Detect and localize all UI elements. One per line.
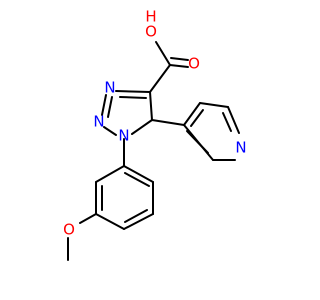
bond-n3-n2-b xyxy=(107,96,113,118)
bond-py-3-inner xyxy=(222,112,232,132)
bond-py-1 xyxy=(183,102,201,126)
bond-c-oh xyxy=(155,41,171,66)
bond-triazole-cooh xyxy=(149,64,171,93)
bond-py-1-inner xyxy=(190,109,204,127)
bond-c-o-double-b xyxy=(170,57,189,61)
atom-label: N xyxy=(104,79,115,97)
bond-py-2 xyxy=(199,102,229,108)
bond-n1-c5 xyxy=(131,119,153,135)
bonds-group xyxy=(67,41,240,261)
bond-c-o-double-a xyxy=(169,64,189,68)
atom-label: N xyxy=(235,139,246,157)
atom-label: O xyxy=(63,221,75,239)
bond-ph-1 xyxy=(123,165,154,183)
bond-py-5-inner xyxy=(186,130,209,154)
bond-c5-pyridine xyxy=(151,119,185,126)
bond-ph-o xyxy=(79,213,97,224)
bond-n2-n1 xyxy=(103,126,117,136)
atom-labels-group: O H O N N N N O xyxy=(63,8,247,239)
bond-ph-6 xyxy=(95,165,125,183)
atom-label: N xyxy=(93,113,104,131)
bond-c5-c4 xyxy=(149,91,153,121)
molecule-canvas: O H O N N N N O xyxy=(63,7,247,261)
atom-label: O xyxy=(188,55,200,73)
bond-ph-1-inner xyxy=(124,172,150,187)
bond-c4-n3 xyxy=(115,90,151,93)
bond-ph-3-inner xyxy=(124,209,148,223)
molecule-structure: O H O N N N N O xyxy=(63,8,247,261)
atom-label: H xyxy=(145,8,156,26)
bond-n3-n2-a xyxy=(101,94,107,116)
atom-label: N xyxy=(118,127,129,145)
bond-py-3 xyxy=(227,106,240,134)
bond-ph-3 xyxy=(123,213,154,230)
bond-c4-n3-inner xyxy=(119,96,147,99)
atom-label: O xyxy=(145,23,157,41)
bond-ph-4 xyxy=(95,213,125,230)
